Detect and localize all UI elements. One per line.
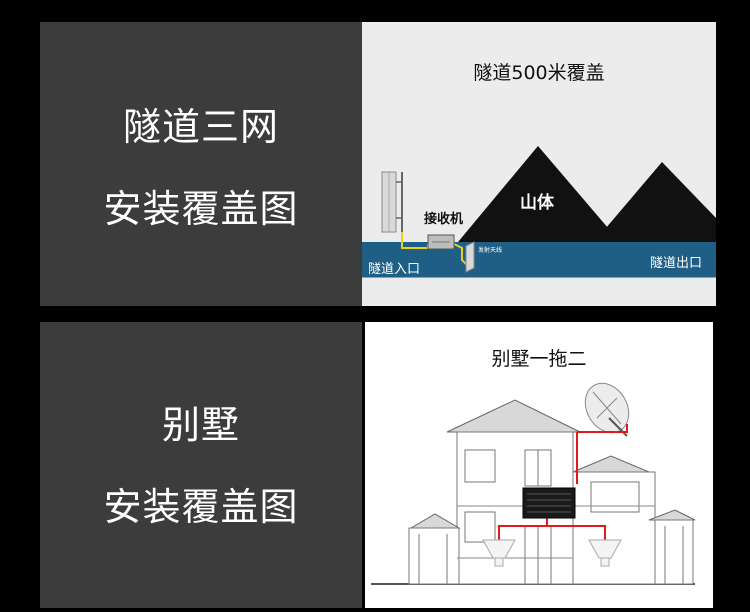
villa-title-line2: 安装覆盖图	[103, 485, 299, 529]
mountain-left	[458, 146, 620, 242]
receiver-label: 接收机	[424, 211, 463, 227]
transmit-antenna-icon	[465, 241, 475, 273]
villa-diagram: 别墅一拖二	[365, 322, 713, 608]
tunnel-title-line2: 安装覆盖图	[103, 187, 299, 231]
receiver-antenna-icon	[381, 171, 403, 244]
villa-title-panel: 别墅 安装覆盖图	[40, 322, 362, 608]
tunnel-diagram: 隧道500米覆盖 接收机 发射天线 山体 隧道入口 隧道出口	[362, 22, 716, 306]
tunnel-entrance-label: 隧道入口	[368, 261, 420, 277]
ceiling-antenna-right-icon	[588, 539, 622, 567]
repeater-box-icon	[427, 234, 455, 250]
ceiling-antenna-left-icon	[482, 539, 516, 567]
villa-title-line1: 别墅	[161, 403, 240, 447]
grid-antenna-icon	[584, 382, 630, 437]
mountain-label: 山体	[520, 192, 555, 213]
transmit-antenna-label: 发射天线	[478, 246, 502, 254]
villa-diagram-svg	[371, 382, 696, 585]
tunnel-title-line1: 隧道三网	[122, 105, 279, 149]
villa-diagram-title: 别墅一拖二	[491, 348, 587, 370]
tunnel-diagram-svg: 接收机 发射天线 山体 隧道入口 隧道出口	[362, 146, 716, 279]
repeater-box-icon	[522, 487, 576, 519]
mountain-right	[594, 162, 716, 242]
tunnel-exit-label: 隧道出口	[650, 255, 702, 271]
tunnel-title-panel: 隧道三网 安装覆盖图	[40, 22, 362, 306]
tunnel-diagram-title: 隧道500米覆盖	[473, 62, 605, 84]
